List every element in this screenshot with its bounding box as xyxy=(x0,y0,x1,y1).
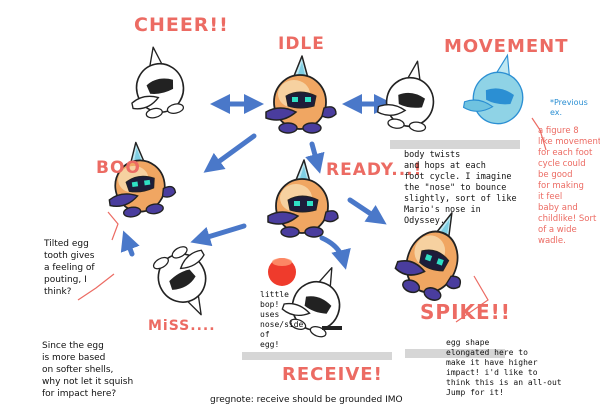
arrow-ready-receive xyxy=(319,235,351,270)
arrow-ready-miss xyxy=(190,223,247,247)
creature-movement-sketch xyxy=(375,55,440,134)
grey-bar-movement xyxy=(390,140,520,149)
figure8-pointer xyxy=(531,117,547,151)
boo-note: Tilted egg tooth gives a feeling of pout… xyxy=(44,239,95,297)
grey-bar-spike xyxy=(405,349,505,358)
creature-movement-blue xyxy=(462,53,524,125)
creature-cheer xyxy=(120,41,190,123)
movement-note: body twists and hops at each foot cycle.… xyxy=(404,150,517,226)
label-receive: RECEIVE! xyxy=(282,364,383,385)
label-boo: BOO xyxy=(96,158,141,178)
arrow-idle-ready xyxy=(305,141,325,174)
label-movement: MOVEMENT xyxy=(444,36,569,57)
creature-miss xyxy=(146,237,231,327)
arrow-miss-boo xyxy=(120,230,140,257)
grey-bar-receive xyxy=(242,352,392,360)
spike-note: egg shape elongated here to make it have… xyxy=(446,338,562,397)
spike-pointer xyxy=(455,275,489,323)
label-idle: IDLE xyxy=(278,34,325,54)
receive-note: little bop! uses nose/side of egg! xyxy=(260,290,304,349)
boo-pointer xyxy=(107,211,119,241)
receive-shadow xyxy=(322,326,342,330)
previous-example-note: *Previous ex. xyxy=(550,98,588,117)
gregnote: gregnote: receive should be grounded IMO xyxy=(210,395,403,405)
miss-note: Since the egg is more based on softer sh… xyxy=(42,341,134,399)
creature-boo xyxy=(101,137,179,221)
label-cheer: CHEER!! xyxy=(134,14,229,36)
creature-idle xyxy=(265,55,337,134)
figure8-note: a figure 8 like movement for each foot c… xyxy=(538,126,600,246)
arrow-ready-spike xyxy=(347,197,387,225)
miss-pointer xyxy=(77,273,115,301)
arrow-idle-boo xyxy=(203,133,257,173)
label-miss: MiSS.... xyxy=(148,318,216,334)
red-ball xyxy=(268,258,296,286)
label-spike: SPIKE!! xyxy=(420,300,511,324)
label-ready: READY...! xyxy=(326,160,423,180)
